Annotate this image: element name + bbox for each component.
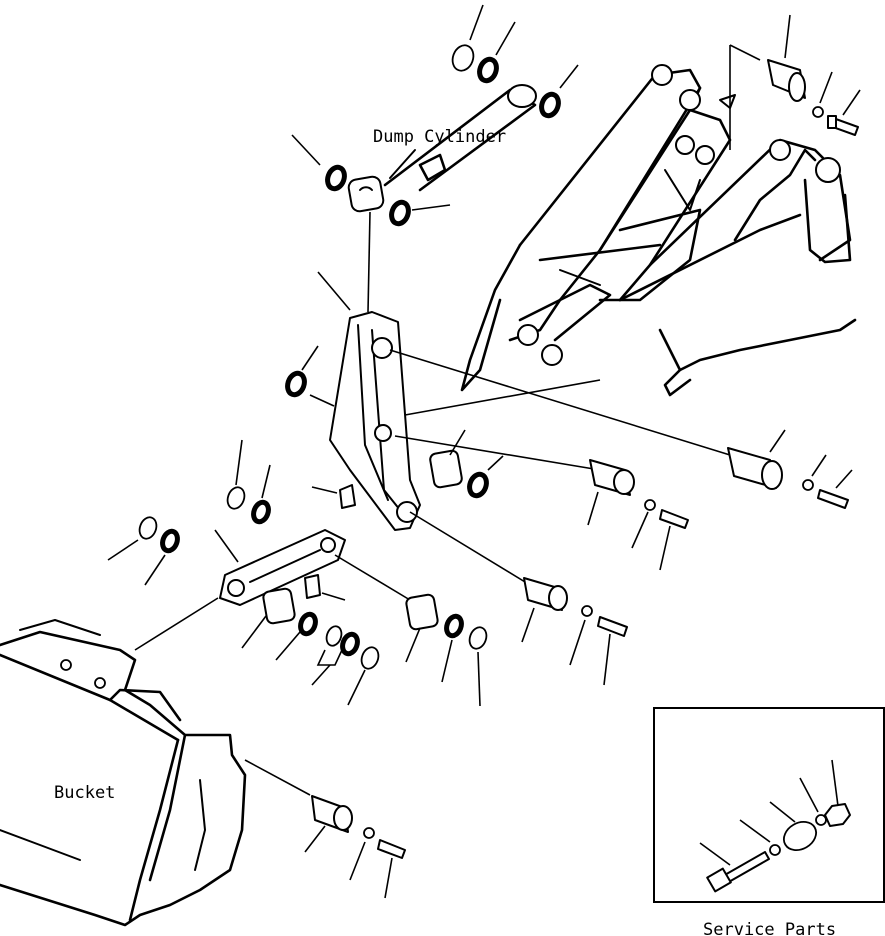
label-bucket: Bucket <box>54 783 115 803</box>
lower-pin <box>521 577 628 686</box>
dump-cylinder <box>347 84 537 313</box>
bucket-link <box>214 529 411 606</box>
link-rings <box>107 439 271 586</box>
label-service-parts: Service Parts <box>703 920 836 936</box>
loader-frame <box>460 64 857 397</box>
center-pins <box>389 349 853 586</box>
service-parts-box <box>653 707 885 903</box>
bell-crank <box>285 271 421 531</box>
crank-bushing <box>429 429 504 499</box>
label-dump-cylinder: Dump Cylinder <box>373 127 506 147</box>
pin-top-right <box>729 14 861 150</box>
bucket <box>0 597 311 927</box>
bucket-pin <box>304 795 406 899</box>
seal-rings-top <box>291 4 579 227</box>
link-bushings <box>241 587 488 707</box>
